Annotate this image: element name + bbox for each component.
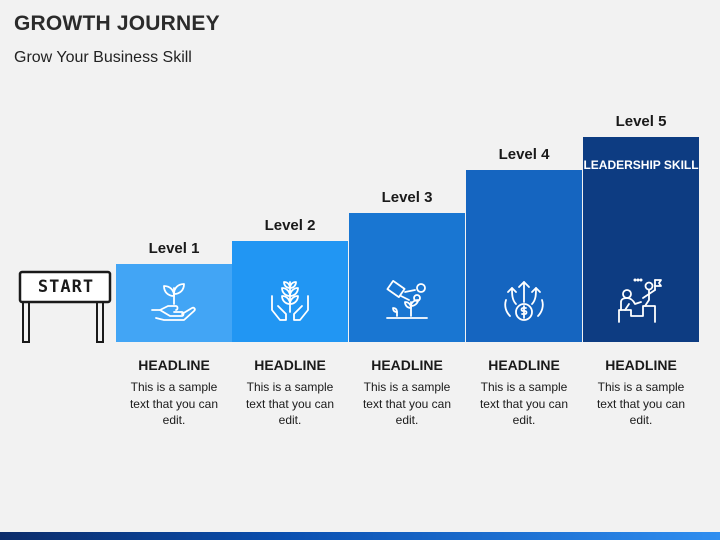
- level-4-body-text: This is a sample text that you can edit.: [479, 380, 569, 427]
- level-5-bar: LEADERSHIP SKILL: [583, 137, 699, 342]
- level-3-label: Level 3: [381, 189, 433, 206]
- page-title: GROWTH JOURNEY: [14, 12, 220, 35]
- level-4-text-block: HEADLINE This is a sample text that you …: [466, 357, 582, 429]
- level-4-headline: HEADLINE: [488, 357, 560, 373]
- level-5-headline: HEADLINE: [605, 357, 677, 373]
- start-sign: START: [18, 266, 114, 346]
- level-3-body-text: This is a sample text that you can edit.: [362, 380, 452, 427]
- start-sign-icon: [18, 270, 112, 343]
- level-2-bar: [232, 241, 348, 342]
- footer-bar: [0, 532, 720, 540]
- level-1-body-text: This is a sample text that you can edit.: [129, 380, 219, 427]
- level-2-label: Level 2: [264, 217, 316, 234]
- level-1-headline: HEADLINE: [138, 357, 210, 373]
- hands-sprout-icon: [271, 281, 309, 321]
- level-4-bar: [466, 170, 582, 342]
- dollar-arrows-icon: [504, 281, 544, 321]
- leadership-climb-icon: [618, 278, 662, 323]
- level-2-headline: HEADLINE: [254, 357, 326, 373]
- level-5-body-text: This is a sample text that you can edit.: [596, 380, 686, 427]
- watering-plant-icon: [386, 279, 428, 319]
- level-1-bar: [116, 264, 232, 342]
- level-5-bar-text: LEADERSHIP SKILL: [583, 158, 699, 172]
- level-5-text-block: HEADLINE This is a sample text that you …: [583, 357, 699, 429]
- hand-plant-icon: [151, 283, 196, 321]
- level-3-headline: HEADLINE: [371, 357, 443, 373]
- level-1-label: Level 1: [148, 240, 200, 257]
- level-2-text-block: HEADLINE This is a sample text that you …: [232, 357, 348, 429]
- level-2-body-text: This is a sample text that you can edit.: [245, 380, 335, 427]
- level-1-text-block: HEADLINE This is a sample text that you …: [116, 357, 232, 429]
- level-4-label: Level 4: [498, 146, 550, 163]
- level-3-bar: [349, 213, 465, 342]
- level-5-label: Level 5: [615, 113, 667, 130]
- start-label: START: [37, 277, 95, 297]
- level-3-text-block: HEADLINE This is a sample text that you …: [349, 357, 465, 429]
- page-subtitle: Grow Your Business Skill: [14, 49, 192, 66]
